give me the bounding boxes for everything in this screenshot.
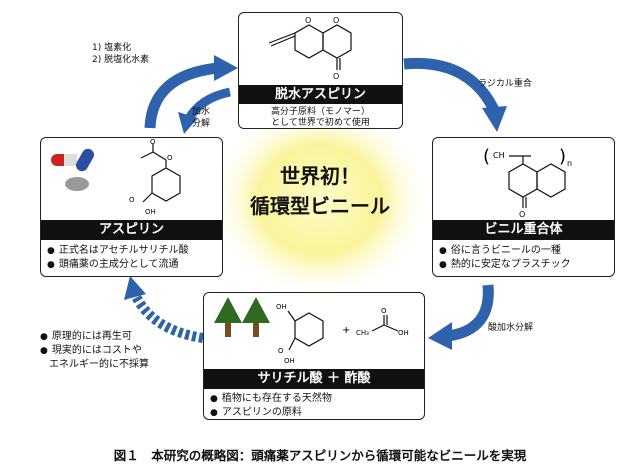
atom-o: O: [519, 210, 525, 219]
aspirin-box: O O O OH アスピリン 正式名はアセチルサリチル酸 頭痛薬の主成分として流…: [40, 137, 223, 277]
center-glow: [208, 100, 432, 300]
bullet-item: アスピリンの原料: [210, 406, 332, 420]
center-line-2: 循環型ビニール: [250, 194, 390, 218]
salicylic-acid-bullets: 植物にも存在する天然物 アスピリンの原料: [210, 392, 332, 420]
dehydrated-aspirin-line-1: 高分子原料（モノマー）: [270, 107, 370, 117]
arrow-recycle-dashed: [129, 289, 204, 343]
arrow-recycle-dashed-head: [124, 276, 146, 300]
vinyl-polymer-structure: ( ) CH n O: [483, 146, 572, 219]
arrow-radical-polymerization-head: [482, 106, 507, 132]
tree-icon: [242, 297, 270, 323]
tree-icon: [214, 297, 242, 323]
aspirin-structure: O O O OH: [51, 138, 181, 216]
center-message: 世界初！ 循環型ビニール: [225, 135, 415, 265]
atom-o: O: [150, 138, 156, 146]
dehydrated-aspirin-box: O O O 脱水アスピリン 高分子原料（モノマー） として世界で初めて使用: [238, 12, 403, 129]
center-line-1: 世界初！: [280, 164, 360, 188]
bullet-item: 熱的に安定なプラスチック: [439, 258, 571, 272]
aspirin-title: アスピリン: [41, 220, 222, 240]
atom-o: O: [305, 16, 311, 25]
arrow-chlorination-head: [214, 55, 238, 81]
atom-ch: CH: [493, 151, 505, 160]
dehydrated-aspirin-title: 脱水アスピリン: [239, 85, 402, 104]
capsule-icon: [76, 148, 94, 172]
atom-o: O: [381, 307, 387, 315]
atom-oh: OH: [284, 357, 295, 365]
salicylic-acid-title: サリチル酸 ＋ 酢酸: [204, 369, 424, 389]
arrow-chlorination: [144, 62, 219, 129]
arrow-acid-hydrolysis-head: [428, 322, 452, 350]
atom-o: O: [167, 154, 173, 162]
vinyl-polymer-bullets: 俗に言うビニールの一種 熱的に安定なプラスチック: [439, 244, 571, 272]
label-recycle-notes: 原理的には再生可 現実的にはコストや エネルギー的に不採算: [40, 330, 149, 372]
bullet-item: 頭痛薬の主成分として流通: [47, 258, 189, 272]
bullet-item: 正式名はアセチルサリチル酸: [47, 244, 189, 258]
svg-text:(: (: [483, 146, 490, 167]
atom-o: O: [333, 16, 339, 25]
vinyl-polymer-box: ( ) CH n O ビニル重合体 俗に言うビニールの一種 熱的に安定なプラスチ…: [432, 137, 615, 277]
aspirin-bullets: 正式名はアセチルサリチル酸 頭痛薬の主成分として流通: [47, 244, 189, 272]
atom-oh: OH: [276, 303, 287, 311]
bullet-item: 植物にも存在する天然物: [210, 392, 332, 406]
atom-ch3: CH₃: [356, 329, 369, 337]
svg-text:): ): [559, 146, 566, 167]
arrow-hydrolysis-head: [178, 112, 198, 134]
tablet-icon: [65, 177, 89, 191]
salicylic-acid-structure: OH O OH + CH₃ O OH: [214, 297, 409, 365]
dehydrated-aspirin-line-2: として世界で初めて使用: [271, 118, 370, 128]
atom-o: O: [129, 196, 135, 204]
vinyl-polymer-title: ビニル重合体: [433, 220, 614, 240]
plus-sign: +: [342, 325, 350, 336]
dehydrated-aspirin-structure: O O O: [268, 16, 352, 81]
atom-oh: OH: [145, 208, 156, 216]
atom-o: O: [278, 347, 284, 355]
arrow-radical-polymerization: [403, 57, 500, 115]
atom-o: O: [333, 72, 339, 81]
salicylic-acid-box: OH O OH + CH₃ O OH サリチル酸 ＋ 酢酸 植物にも存在する天然…: [203, 292, 425, 420]
polymer-n: n: [567, 159, 572, 168]
figure-caption: 図１ 本研究の概略図：頭痛薬アスピリンから循環可能なビニールを実現: [113, 448, 527, 463]
atom-oh: OH: [398, 329, 409, 337]
arrow-acid-hydrolysis: [447, 284, 494, 342]
bullet-item: 俗に言うビニールの一種: [439, 244, 571, 258]
label-hydrolysis: 加水 分解: [192, 107, 211, 129]
label-radical-polymerization: ラジカル重合: [478, 79, 532, 89]
label-acid-hydrolysis: 酸加水分解: [488, 323, 534, 333]
label-chlorination: 1) 塩素化 2) 脱塩化水素: [92, 43, 150, 65]
